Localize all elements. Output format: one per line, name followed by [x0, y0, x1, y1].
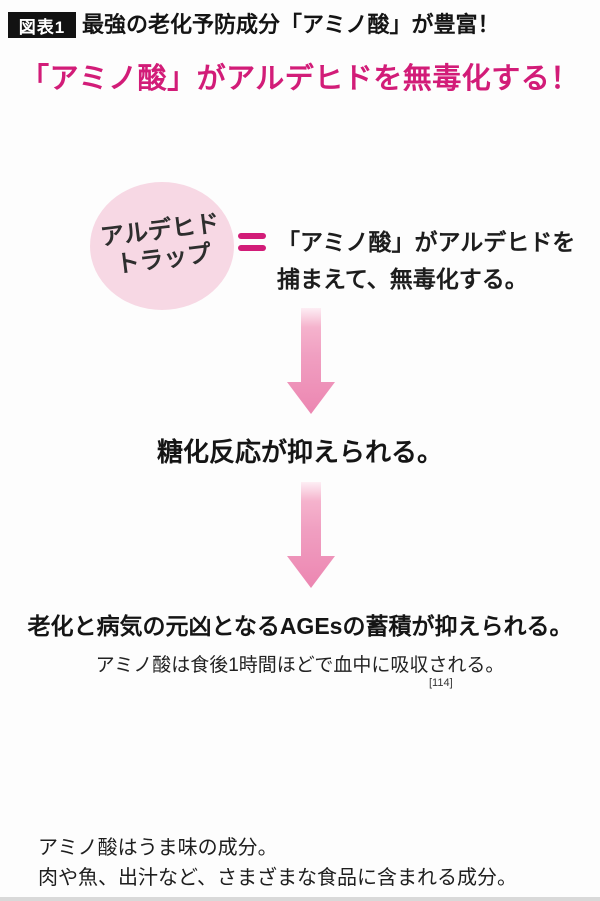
equals-bar-bottom — [238, 245, 266, 251]
absorption-note: アミノ酸は食後1時間ほどで血中に吸収される。 — [95, 655, 505, 676]
definition-line-1: 「アミノ酸」がアルデヒドを — [277, 229, 576, 255]
definition-line-2: 捕まえて、無毒化する。 — [277, 266, 528, 292]
aldehyde-trap-label: アルデヒド トラップ — [99, 210, 225, 282]
citation-ref: [114] — [429, 677, 453, 689]
down-arrow-icon — [287, 308, 335, 414]
figure-subtitle: 「アミノ酸」がアルデヒドを無毒化する！ — [20, 63, 580, 95]
footer-note-line1: アミノ酸はうま味の成分。 — [38, 837, 278, 859]
step2-text: 老化と病気の元凶となるAGEsの蓄積が抑えられる。 — [27, 613, 573, 639]
equals-icon — [238, 233, 266, 251]
down-arrow-icon — [287, 482, 335, 588]
equals-bar-top — [238, 233, 266, 239]
definition-text: 「アミノ酸」がアルデヒドを 捕まえて、無毒化する。 — [277, 224, 575, 298]
figure-number-badge: 図表1 — [8, 12, 76, 38]
step1-text: 糖化反応が抑えられる。 — [156, 437, 443, 467]
figure-title: 最強の老化予防成分「アミノ酸」が豊富！ — [82, 12, 500, 37]
aldehyde-trap-bubble: アルデヒド トラップ — [90, 182, 234, 310]
figure-number-label: 図表1 — [18, 17, 66, 37]
page-bottom-edge — [0, 897, 600, 901]
footer-note-line2: 肉や魚、出汁など、さまざまな食品に含まれる成分。 — [38, 867, 517, 889]
